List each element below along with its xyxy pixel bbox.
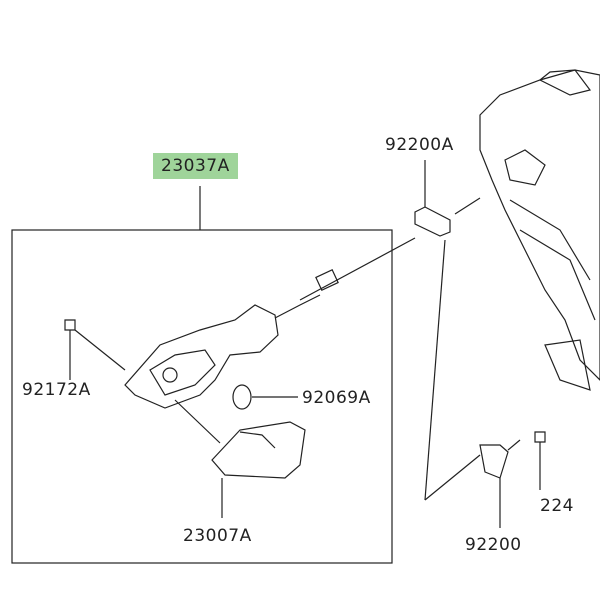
- fender-ribs: [509, 199, 596, 321]
- signal-cable: [274, 294, 321, 319]
- screw-part: [64, 319, 76, 331]
- fender-bracket: [544, 339, 591, 391]
- label-grommet-bottom[interactable]: 92200: [465, 535, 522, 555]
- lens-part: [211, 421, 306, 479]
- label-screw[interactable]: 92172A: [22, 380, 91, 400]
- rear-fender-part: [479, 69, 600, 381]
- assembly-box: [11, 229, 393, 564]
- bolt-part: [534, 431, 546, 443]
- signal-socket: [149, 349, 216, 396]
- socket-ring: [162, 367, 178, 383]
- bulb-part: [232, 384, 252, 410]
- label-grommet-top[interactable]: 92200A: [385, 135, 454, 155]
- grommet-top-part: [414, 206, 451, 237]
- label-assembly[interactable]: 23037A: [153, 153, 238, 179]
- fender-hole: [504, 149, 546, 186]
- label-bolt[interactable]: 224: [540, 496, 574, 516]
- turn-signal-body: [124, 304, 279, 409]
- grommet-bottom-part: [479, 444, 509, 479]
- label-lens[interactable]: 23007A: [183, 526, 252, 546]
- connector: [315, 269, 339, 291]
- label-bulb[interactable]: 92069A: [302, 388, 371, 408]
- fender-top: [538, 69, 592, 96]
